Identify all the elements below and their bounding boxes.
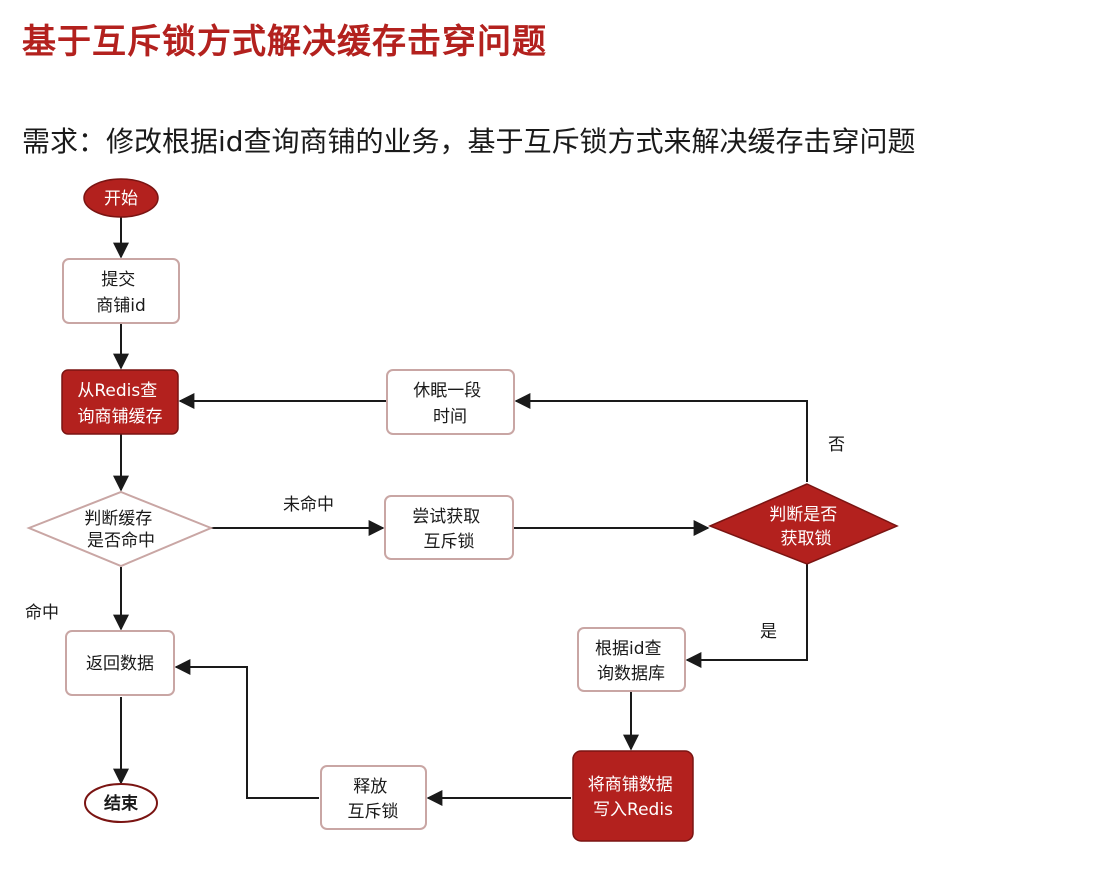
node-start: 开始 [83, 178, 159, 218]
node-write-redis-line2: 写入Redis [593, 800, 673, 820]
svg-text:返回数据: 返回数据 [86, 654, 154, 674]
node-sleep: 休眠一段 时间 [386, 369, 515, 435]
node-release-lock-line2: 互斥锁 [348, 802, 399, 822]
node-write-redis: 将商铺数据 写入Redis [572, 750, 694, 842]
node-sleep-line1: 休眠一段 [413, 381, 481, 401]
node-query-redis-line2: 询商铺缓存 [78, 407, 163, 427]
node-check-hit-line1: 判断缓存 [84, 509, 152, 529]
node-check-lock: 判断是否 获取锁 [708, 483, 899, 565]
node-sleep-line2: 时间 [433, 407, 467, 427]
node-write-redis-line1: 将商铺数据 [588, 775, 673, 795]
edge-release-return [174, 659, 319, 799]
node-submit-line1: 提交 [101, 270, 135, 290]
flow-edges [113, 217, 808, 806]
node-end-line1: 结束 [104, 793, 138, 814]
node-query-redis-line1: 从Redis查 [77, 381, 157, 401]
node-check-hit: 判断缓存 是否命中 [26, 490, 214, 568]
node-release-lock-line1: 释放 [353, 777, 387, 797]
label-yes: 是 [760, 622, 777, 642]
label-hit: 命中 [25, 603, 59, 623]
node-submit-line2: 商铺id [96, 296, 146, 316]
label-miss: 未命中 [283, 495, 334, 515]
node-start-line1: 开始 [104, 189, 138, 209]
svg-text:根据id查 询数据库: 根据id查 询数据库 [595, 639, 667, 684]
svg-text:休眠一段 时间: 休眠一段 时间 [413, 381, 486, 427]
node-check-lock-line1: 判断是否 [769, 505, 837, 525]
svg-text:提交 商铺id: 提交 商铺id [96, 270, 146, 316]
svg-text:将商铺数据 写入Redis: 将商铺数据 写入Redis [588, 775, 678, 820]
svg-text:判断是否 获取锁: 判断是否 获取锁 [769, 505, 842, 549]
svg-text:从Redis查 询商铺缓存: 从Redis查 询商铺缓存 [77, 381, 162, 427]
node-try-lock-line2: 互斥锁 [424, 532, 475, 552]
edge-checklock-sleep [514, 393, 808, 482]
node-release-lock: 释放 互斥锁 [320, 765, 427, 830]
node-try-lock-line1: 尝试获取 [412, 507, 480, 527]
edge-checklock-querydb [685, 564, 808, 668]
node-try-lock: 尝试获取 互斥锁 [384, 495, 514, 560]
label-no: 否 [828, 435, 845, 455]
node-query-db-line2: 询数据库 [597, 664, 665, 684]
node-check-hit-line2: 是否命中 [87, 531, 155, 551]
node-return-data: 返回数据 [65, 630, 175, 696]
page-title: 基于互斥锁方式解决缓存击穿问题 [22, 22, 547, 62]
node-return-data-line1: 返回数据 [86, 654, 154, 674]
node-query-db-line1: 根据id查 [595, 639, 662, 659]
node-end: 结束 [84, 783, 158, 823]
page-subtitle: 需求：修改根据id查询商铺的业务，基于互斥锁方式来解决缓存击穿问题 [22, 125, 916, 158]
svg-text:尝试获取 互斥锁: 尝试获取 互斥锁 [412, 507, 485, 552]
node-query-redis: 从Redis查 询商铺缓存 [61, 369, 179, 435]
svg-text:释放 互斥锁: 释放 互斥锁 [348, 777, 399, 822]
node-submit: 提交 商铺id [62, 258, 180, 324]
node-check-lock-line2: 获取锁 [781, 529, 832, 549]
svg-text:结束: 结束 [104, 793, 138, 814]
node-query-db: 根据id查 询数据库 [577, 627, 686, 692]
svg-text:判断缓存 是否命中: 判断缓存 是否命中 [84, 509, 157, 551]
svg-text:开始: 开始 [104, 189, 138, 209]
